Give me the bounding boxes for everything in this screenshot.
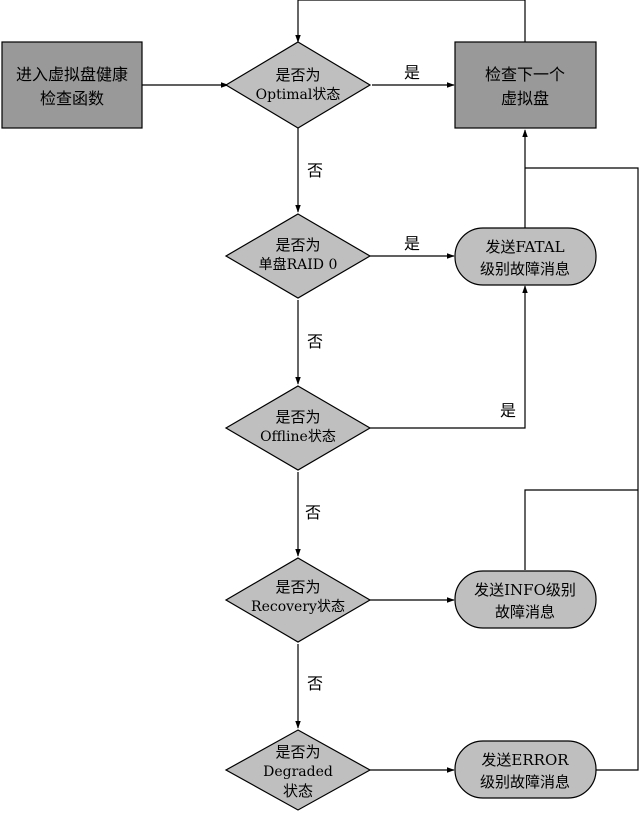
send-fatal-line2: 级别故障消息 (480, 260, 570, 278)
label-raid0-no: 否 (307, 332, 323, 351)
label-optimal-no: 否 (307, 161, 323, 180)
decision-degraded-line2: Degraded (263, 764, 333, 780)
start-node-line1: 进入虚拟盘健康 (16, 65, 128, 84)
decision-degraded: 是否为 Degraded 状态 (224, 729, 372, 811)
send-fatal-line1: 发送FATAL (485, 238, 564, 256)
decision-raid0-line2: 单盘RAID 0 (259, 256, 338, 273)
decision-raid0-line1: 是否为 (275, 236, 320, 254)
label-optimal-yes: 是 (404, 63, 420, 82)
decision-recovery-line1: 是否为 (275, 578, 320, 596)
send-error-line1: 发送ERROR (481, 751, 569, 769)
send-info-node: 发送INFO级别 故障消息 (454, 570, 597, 629)
decision-degraded-line3: 状态 (283, 782, 313, 800)
label-offline-yes: 是 (500, 401, 516, 420)
decision-optimal: 是否为 Optimal状态 (224, 41, 372, 129)
check-next-line2: 虚拟盘 (501, 89, 549, 108)
decision-optimal-line1: 是否为 (275, 66, 320, 84)
start-node-line2: 检查函数 (40, 89, 104, 108)
decision-raid0: 是否为 单盘RAID 0 (224, 213, 372, 299)
label-raid0-yes: 是 (404, 234, 420, 253)
check-next-line1: 检查下一个 (485, 65, 565, 84)
edge-offline-yes (370, 285, 528, 429)
edge-loop-back (295, 0, 526, 43)
start-node: 进入虚拟盘健康 检查函数 (1, 41, 143, 129)
label-offline-no: 否 (305, 503, 321, 522)
decision-offline: 是否为 Offline状态 (224, 385, 372, 471)
label-recovery-no: 否 (307, 674, 323, 693)
check-next-node: 检查下一个 虚拟盘 (454, 41, 597, 129)
send-info-line2: 故障消息 (495, 603, 555, 621)
send-fatal-node: 发送FATAL 级别故障消息 (454, 227, 597, 286)
send-error-node: 发送ERROR 级别故障消息 (454, 740, 597, 799)
send-info-line1: 发送INFO级别 (474, 581, 576, 599)
decision-recovery: 是否为 Recovery状态 (224, 557, 372, 643)
edge-labels: 是 否 是 否 是 否 否 (305, 63, 516, 693)
send-error-line2: 级别故障消息 (480, 773, 570, 791)
decision-degraded-line1: 是否为 (275, 743, 320, 761)
edges (142, 0, 639, 773)
decision-offline-line2: Offline状态 (260, 429, 336, 445)
edge-error-return (525, 167, 639, 771)
edge-info-return (524, 489, 638, 570)
decision-optimal-line2: Optimal状态 (256, 87, 341, 103)
decision-offline-line1: 是否为 (275, 408, 320, 426)
decision-recovery-line2: Recovery状态 (251, 599, 345, 615)
